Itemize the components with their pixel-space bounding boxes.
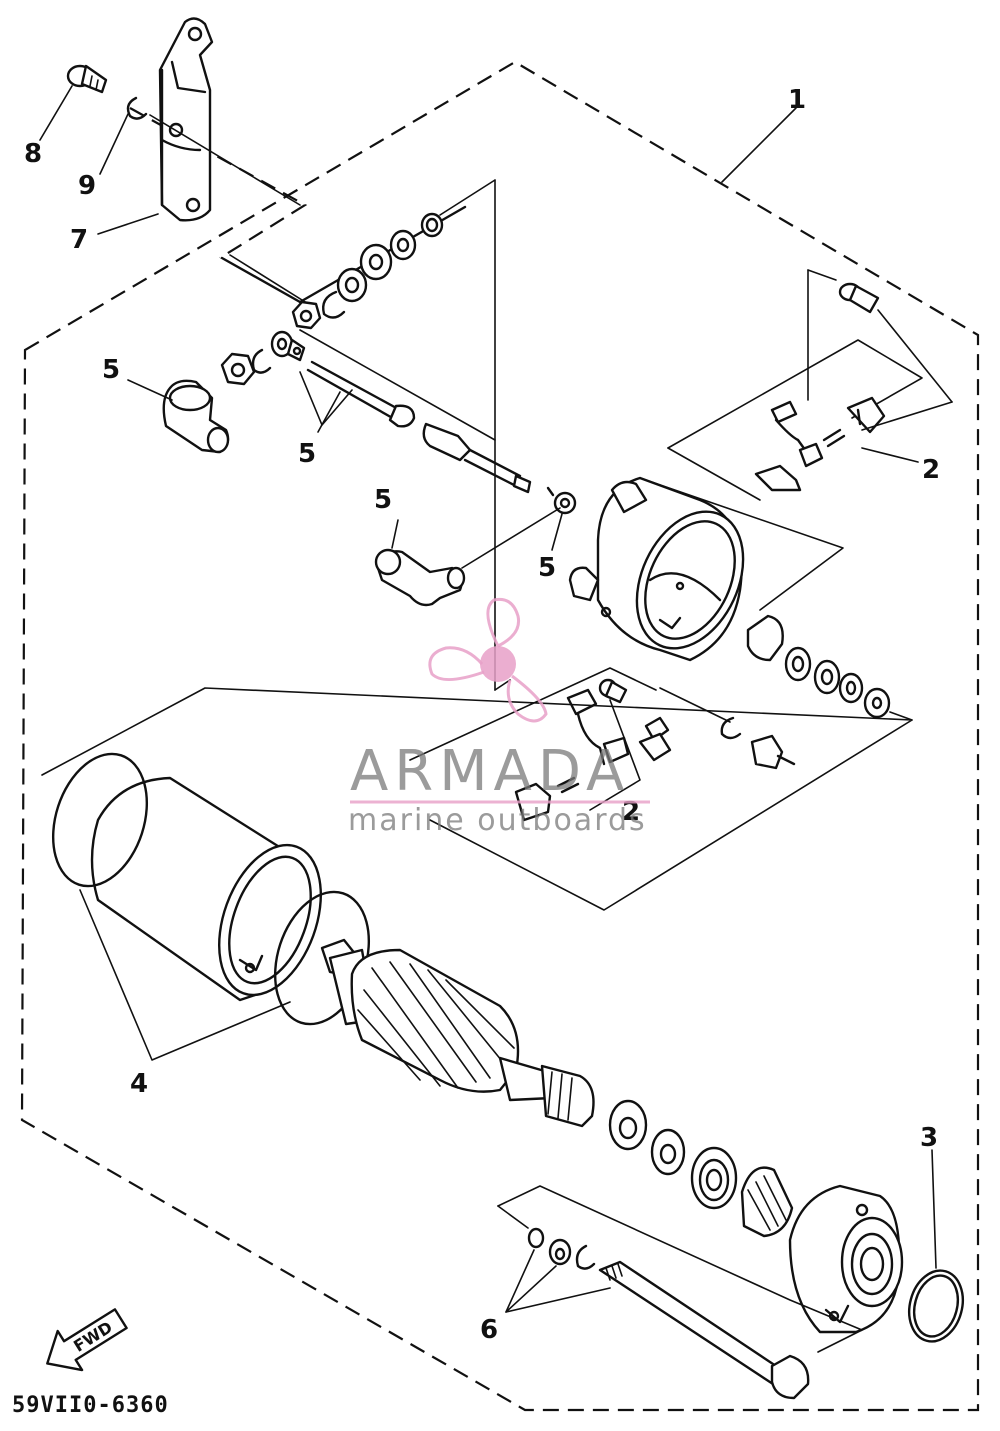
brush-box-top [667, 339, 923, 449]
leader-4 [79, 889, 291, 1061]
leader-5-top [317, 391, 341, 433]
rubber-boot-left [162, 379, 230, 454]
watermark-brand: ARMADA [350, 739, 630, 804]
armature-washers [608, 1099, 686, 1176]
end-cover-boundary [639, 477, 844, 611]
assembly-axis-lines [149, 114, 511, 691]
part-number: 59VII0-6360 [12, 1393, 169, 1418]
starter-bracket [158, 17, 214, 222]
callout-5-left: 5 [102, 355, 120, 385]
thru-bolt-hardware [527, 1227, 810, 1400]
bushing-washer-stack [746, 614, 913, 721]
screw-lower [598, 678, 628, 704]
callout-8: 8 [24, 139, 42, 169]
callout-5-right: 5 [538, 553, 556, 583]
front-end-cover [788, 1184, 904, 1334]
washer-5d [546, 486, 577, 515]
leader-5d [551, 513, 563, 551]
armature [320, 938, 595, 1128]
bracket-boundary [129, 107, 308, 259]
washer-9 [126, 96, 148, 120]
thru-bolt-boundary [497, 1185, 863, 1353]
rear-boundary [659, 687, 731, 723]
brush-holder-top [754, 396, 886, 492]
callout-9: 9 [78, 171, 96, 201]
leader-1 [721, 107, 797, 183]
fwd-arrow-icon: FWD [46, 1308, 128, 1372]
terminal-hardware-stack [220, 205, 496, 441]
leader-5a [127, 379, 173, 401]
ball-bearing [690, 1146, 738, 1210]
yoke-housing [90, 776, 322, 1002]
callout-2-lower: 2 [622, 797, 640, 827]
terminal-rod [306, 360, 532, 494]
brush-box-lower [409, 667, 657, 761]
assembly-boundary [20, 60, 980, 1412]
leader-6-bolt [505, 1287, 611, 1313]
callout-6: 6 [480, 1315, 498, 1345]
leader-3 [931, 1149, 937, 1269]
screw-top-right [838, 282, 880, 314]
terminal-nuts-left [220, 330, 306, 386]
needle-bearing [740, 1166, 794, 1238]
leader-2a [877, 309, 953, 403]
rubber-boot-right [374, 548, 466, 607]
callout-5-center: 5 [374, 485, 392, 515]
terminal-insulator [720, 716, 796, 770]
callout-2-top: 2 [922, 455, 940, 485]
bolt-8 [66, 64, 108, 94]
yoke-boundary [41, 687, 913, 911]
callout-5-mid: 5 [298, 439, 316, 469]
leader-2b [589, 699, 641, 811]
leader-5c [391, 519, 399, 549]
leader-2a-tail [861, 447, 919, 463]
callout-7: 7 [70, 225, 88, 255]
watermark-tagline: marine outboards [348, 803, 647, 838]
leader-9 [99, 113, 129, 175]
o-ring-yoke-front [51, 752, 149, 888]
o-ring-front [908, 1269, 964, 1343]
callout-3: 3 [920, 1123, 938, 1153]
armada-propeller-logo-icon [428, 597, 548, 723]
callout-4: 4 [130, 1069, 148, 1099]
rear-end-cover [568, 476, 745, 662]
leader-7 [97, 213, 159, 235]
callout-1: 1 [788, 85, 806, 115]
leader-8 [39, 85, 73, 141]
